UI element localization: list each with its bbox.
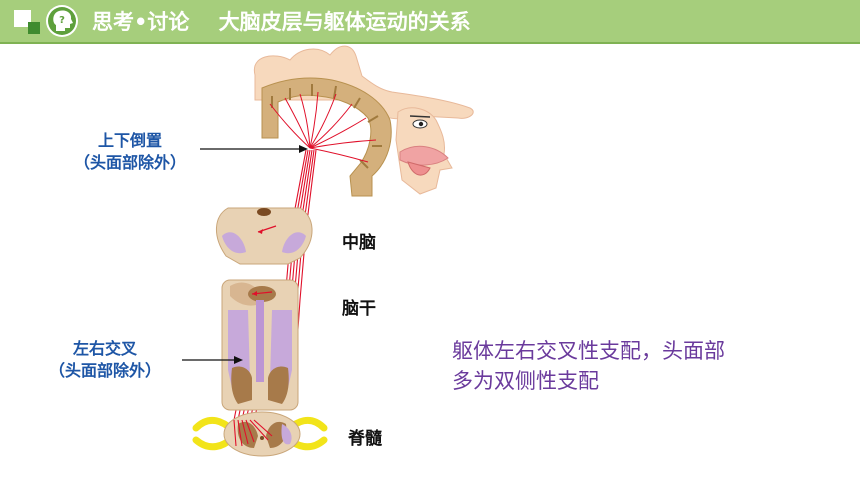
midbrain-label: 中脑 — [342, 233, 376, 253]
innervation-note: 躯体左右交叉性支配，头面部 多为双侧性支配 — [452, 336, 852, 396]
cortex-label-line2: （头面部除外） — [73, 153, 186, 172]
brainstem-label: 脑干 — [342, 299, 376, 319]
cortex-label-line1: 上下倒置 — [97, 131, 162, 150]
cross-label: 左右交叉 （头面部除外） — [30, 338, 180, 382]
cross-label-line1: 左右交叉 — [72, 339, 137, 358]
cortex-pointer-arrow — [200, 145, 308, 153]
page-title: 思考•讨论 大脑皮层与躯体运动的关系 — [92, 10, 471, 34]
spinal-tract-ends — [233, 419, 273, 447]
cross-pointer-arrow — [182, 356, 243, 364]
tongue-icon — [407, 161, 431, 176]
squares-logo-icon — [14, 10, 40, 34]
cross-label-line2: （头面部除外） — [48, 361, 161, 380]
spinal-cord-label: 脊髓 — [348, 429, 382, 449]
spinal-nerves — [192, 416, 328, 451]
cortical-fibers — [269, 91, 377, 163]
cortex-band — [261, 77, 392, 197]
header-underline — [0, 42, 860, 44]
header-bar — [0, 0, 860, 42]
cortex-label: 上下倒置 （头面部除外） — [55, 130, 205, 174]
svg-text:?: ? — [59, 15, 65, 26]
innervation-note-line2: 多为双侧性支配 — [452, 369, 599, 393]
thinking-head-icon: ? — [46, 5, 78, 37]
innervation-note-line1: 躯体左右交叉性支配，头面部 — [452, 339, 725, 363]
